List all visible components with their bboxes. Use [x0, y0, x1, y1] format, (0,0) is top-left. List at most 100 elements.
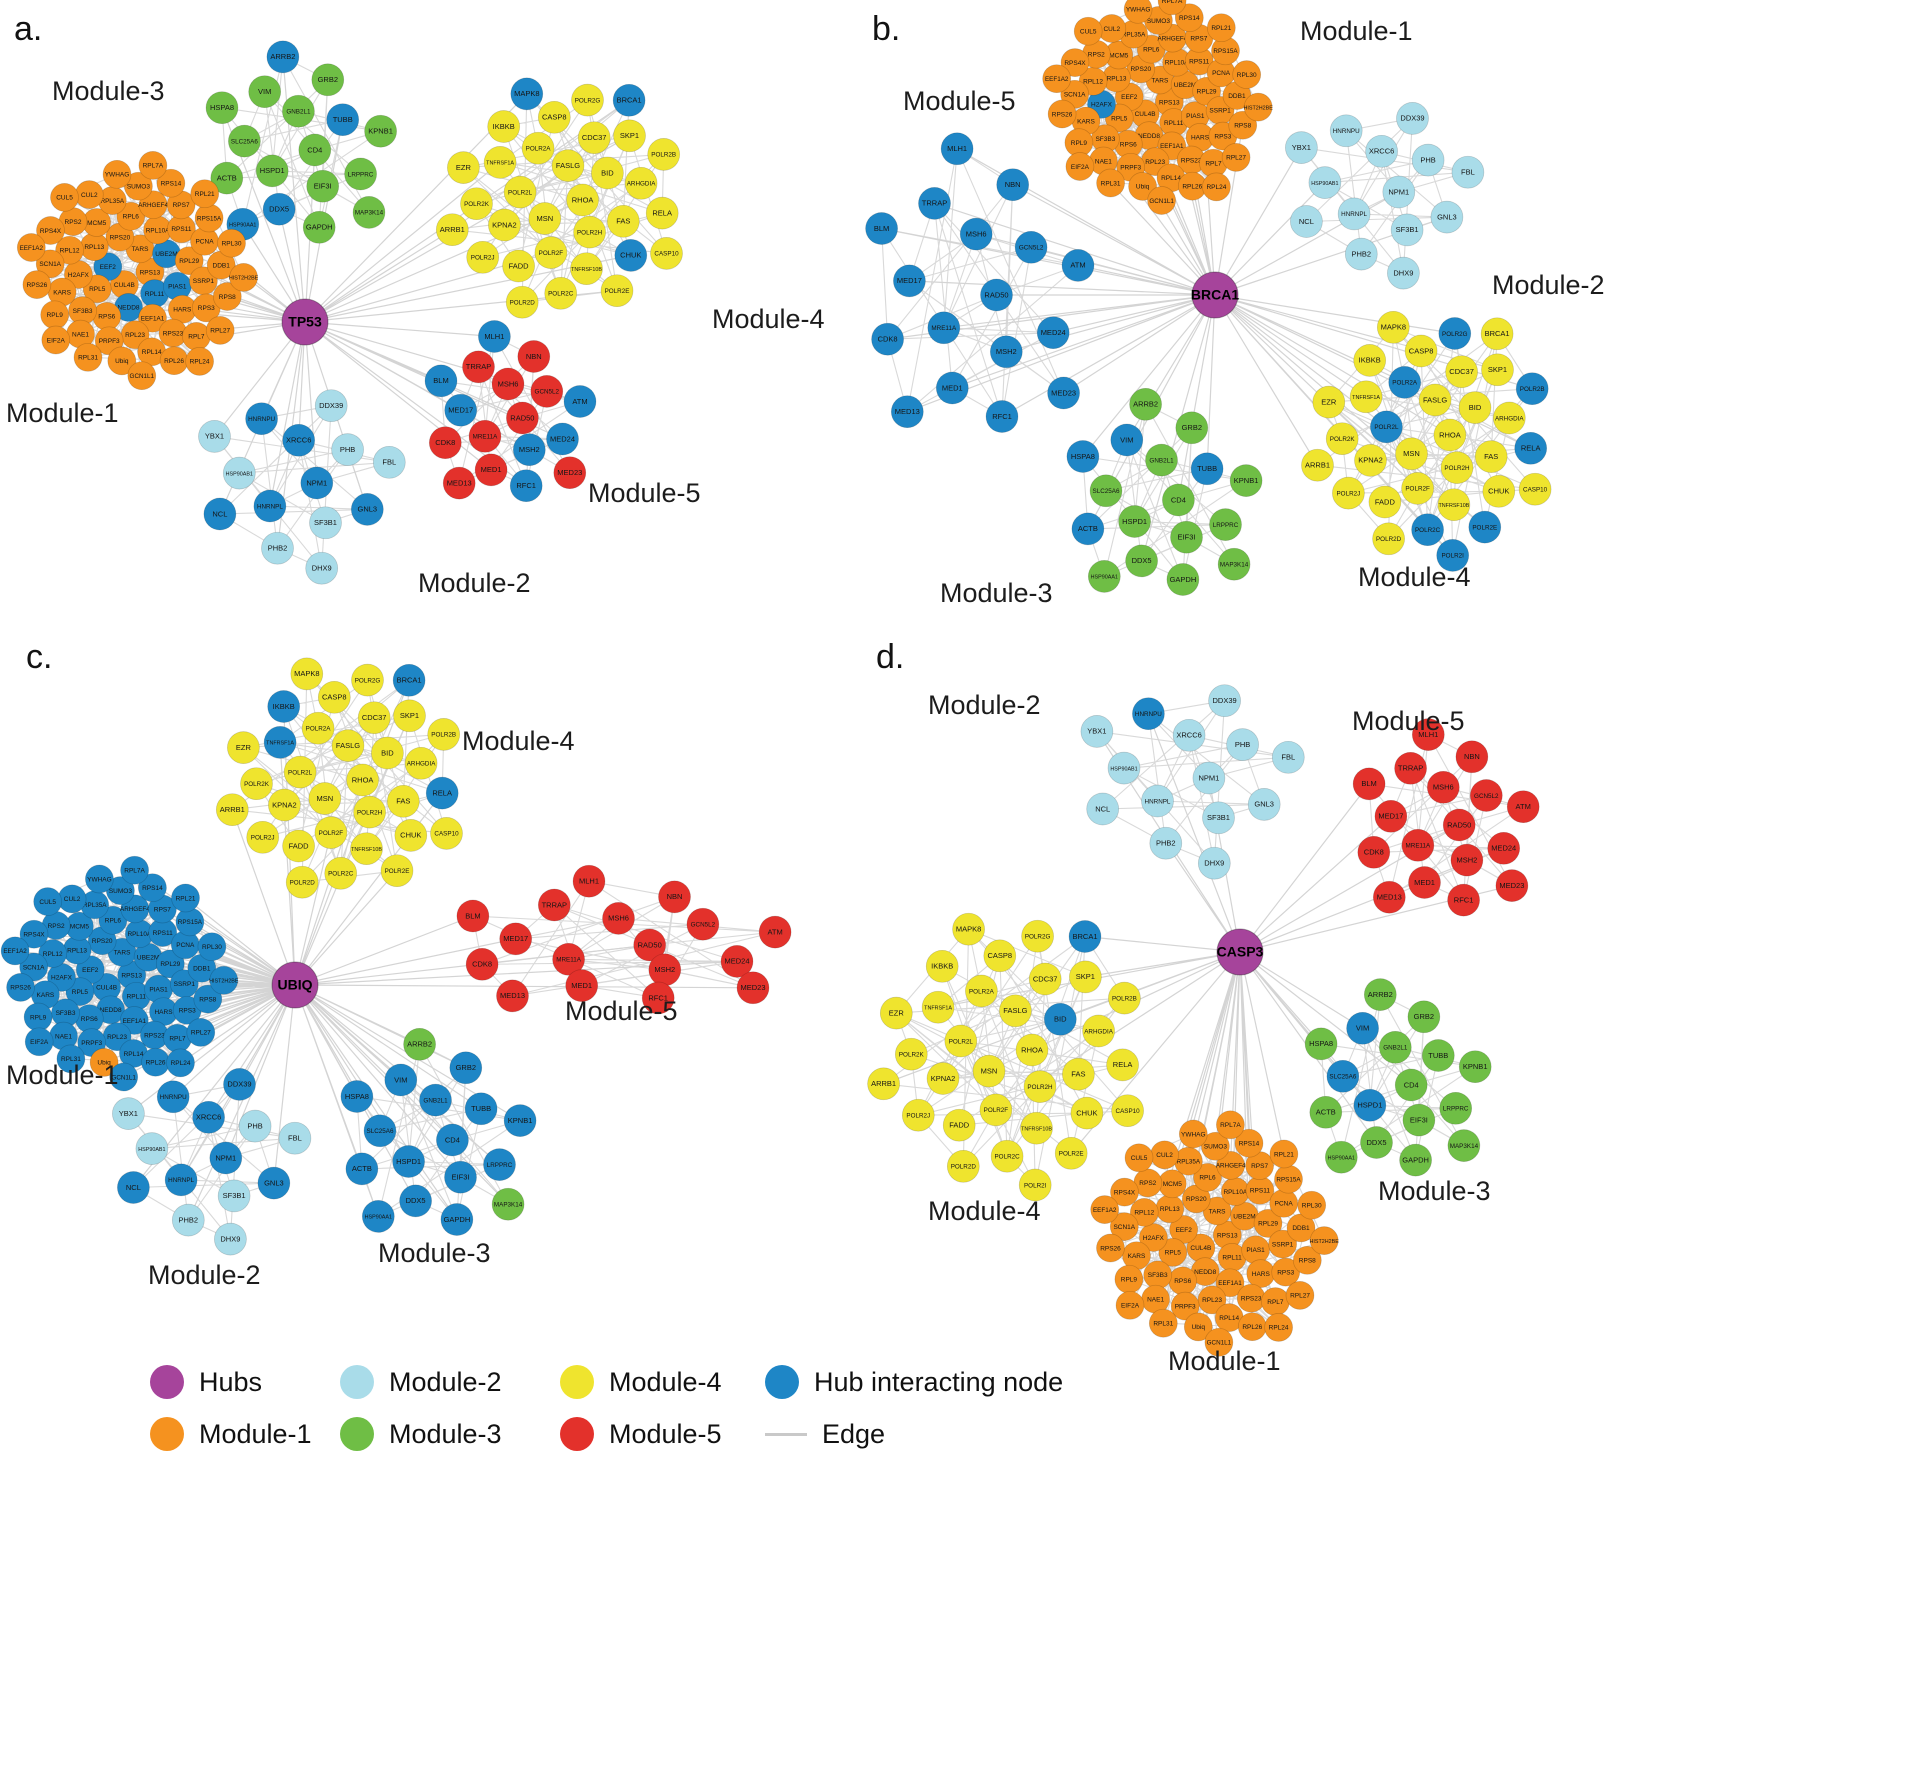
node-label: HNRNPL [168, 1177, 194, 1184]
node-gapdh: GAPDH [302, 210, 336, 244]
node-label: FASLG [1423, 395, 1447, 404]
node-label: ARRB2 [1133, 400, 1158, 409]
node-rps4x: RPS4X [1060, 48, 1090, 77]
node-hnrnpl: HNRNPL [1141, 784, 1174, 818]
node-label: MED17 [897, 276, 922, 285]
node-label: DHX9 [312, 564, 332, 573]
node-ddx5: DDX5 [1360, 1126, 1393, 1159]
node-rpl31: RPL31 [56, 1044, 86, 1074]
node-label: RPL27 [1226, 155, 1246, 162]
node-kars: KARS [1122, 1241, 1151, 1271]
node-label: GCN5L2 [1474, 793, 1499, 800]
node-label: RPL14 [124, 1051, 144, 1058]
node-label: KARS [1077, 118, 1095, 125]
node-label: RPS4X [1114, 1189, 1136, 1196]
node-polr2g: POLR2G [1438, 317, 1472, 350]
node-hsp90ab1: HSP90AB1 [1308, 166, 1342, 199]
node-rpl26: RPL26 [1177, 171, 1207, 201]
node-label: POLR2H [1027, 1084, 1053, 1091]
node-lrpprc: LRPPRC [483, 1148, 516, 1181]
node-trrap: TRRAP [1394, 751, 1427, 785]
node-gcn5l2: GCN5L2 [686, 907, 720, 941]
node-rps14: RPS14 [138, 873, 167, 903]
node-label: RPS2 [1088, 52, 1105, 59]
node-label: SUMO3 [127, 184, 151, 191]
node-phb: PHB [331, 433, 364, 466]
node-label: RPL7A [1220, 1122, 1241, 1129]
node-label: MSH6 [1433, 783, 1454, 792]
node-polr2j: POLR2J [901, 1098, 935, 1132]
node-rpl13: RPL13 [1155, 1194, 1185, 1224]
node-rpl23: RPL23 [1197, 1285, 1227, 1315]
node-ncl: NCL [1086, 792, 1120, 826]
node-rhoa: RHOA [1433, 418, 1467, 452]
node-label: RPS6 [1174, 1278, 1191, 1285]
node-label: SF3B3 [73, 308, 93, 315]
node-label: RPL31 [1101, 180, 1121, 187]
node-msh6: MSH6 [491, 367, 525, 401]
node-rpl13: RPL13 [79, 232, 109, 262]
node-label: SSRP1 [1272, 1241, 1294, 1248]
node-label: EEF1A2 [1045, 76, 1069, 83]
module-label: Module-5 [565, 996, 678, 1026]
node-label: PIAS1 [149, 986, 168, 993]
node-phb2: PHB2 [1149, 826, 1183, 860]
node-label: NAE1 [55, 1033, 72, 1040]
node-label: RPL5 [72, 989, 89, 996]
node-label: RPL26 [1182, 184, 1202, 191]
node-hsp90aa1: HSP90AA1 [1324, 1140, 1358, 1174]
node-casp10: CASP10 [430, 817, 463, 850]
node-label: CDK8 [1364, 848, 1384, 857]
node-gnl3: GNL3 [1247, 788, 1281, 821]
node-label: CDC37 [582, 133, 607, 142]
node-hnrnpl: HNRNPL [1337, 197, 1371, 231]
panel-c: RHOAMSNFASLGPOLR2HPOLR2LBIDPOLR2FPOLR2AF… [0, 638, 792, 1290]
node-tubb: TUBB [1421, 1039, 1455, 1072]
node-eef1a2: EEF1A2 [1042, 64, 1072, 94]
node-brca1: BRCA1 [1480, 317, 1514, 351]
node-label: RPL21 [1274, 1151, 1294, 1158]
node-cul2: CUL2 [57, 884, 87, 914]
node-label: RPL9 [30, 1014, 47, 1021]
node-label: TUBB [333, 115, 353, 124]
node-rpl9: RPL9 [1114, 1264, 1144, 1294]
node-label: BRCA1 [1072, 932, 1097, 941]
node-label: RPS13 [1217, 1232, 1238, 1239]
node-label: RHOA [1021, 1045, 1043, 1054]
panel-letter-d: d. [876, 638, 904, 676]
node-label: SKP1 [400, 711, 419, 720]
node-tubb: TUBB [464, 1092, 498, 1126]
node-label: RPL7A [143, 163, 164, 170]
node-label: CUL2 [81, 192, 98, 199]
node-xrcc6: XRCC6 [1172, 718, 1206, 752]
node-label: RPS26 [27, 282, 48, 289]
node-label: MCM5 [1109, 52, 1129, 59]
node-mlh1: MLH1 [940, 132, 974, 166]
node-label: EIF2A [30, 1039, 49, 1046]
node-label: CASP10 [654, 251, 679, 258]
node-label: RPS14 [1179, 15, 1200, 22]
node-label: GAPDH [444, 1215, 471, 1224]
node-eef1a1: EEF1A1 [1215, 1268, 1245, 1298]
node-cdc37: CDC37 [577, 121, 611, 155]
node-label: POLR2A [1392, 380, 1418, 387]
node-arrb1: ARRB1 [215, 793, 249, 827]
node-label: RPL21 [1211, 25, 1231, 32]
node-rpl30: RPL30 [217, 228, 246, 258]
module5-color-swatch [560, 1417, 594, 1451]
module3-color-swatch [340, 1417, 374, 1451]
node-mre11a: MRE11A [927, 311, 961, 345]
hub-ubiq: UBIQ [271, 961, 319, 1009]
node-label: POLR2J [471, 255, 495, 262]
node-arhgdia: ARHGDIA [1492, 401, 1526, 435]
node-label: POLR2E [1059, 1151, 1084, 1158]
node-hist2h2be: HIST2H2BE [229, 263, 259, 292]
node-skp1: SKP1 [613, 119, 646, 153]
node-nae1: NAE1 [1141, 1284, 1170, 1314]
node-brca1: BRCA1 [392, 663, 426, 697]
node-label: EEF1A1 [123, 1018, 147, 1025]
node-label: DDB1 [213, 262, 231, 269]
panel-letter-a: a. [14, 10, 42, 48]
module-label: Module-3 [1378, 1176, 1491, 1206]
node-label: CUL5 [1131, 1155, 1148, 1162]
